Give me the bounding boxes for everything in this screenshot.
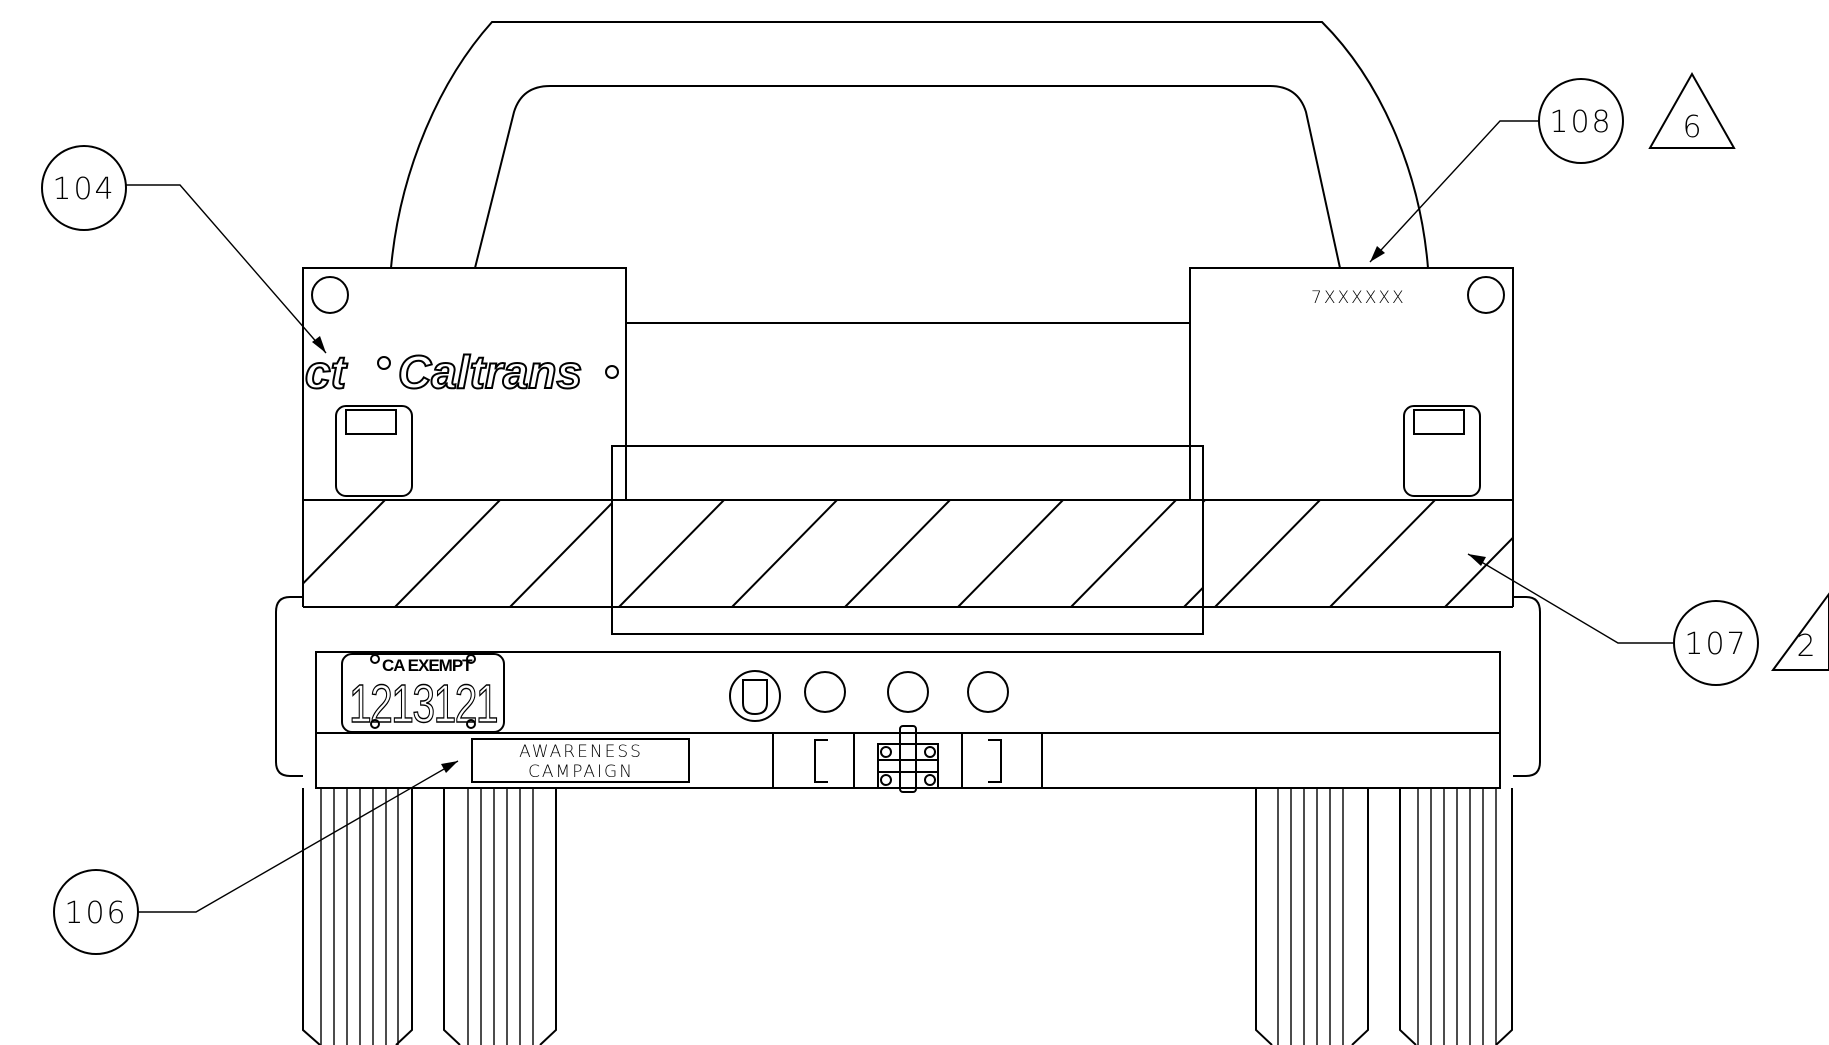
tailgate-latch [772, 725, 1043, 793]
callout-108: 108 6 [1369, 71, 1736, 263]
callout-108-label: 108 [1549, 105, 1612, 140]
hatch-line [509, 501, 612, 607]
marker-light-3 [967, 671, 1009, 713]
hatch-line [1444, 536, 1513, 607]
tire-right-inner [1255, 788, 1369, 1045]
hatch-line [618, 500, 725, 607]
reflective-stripe-band [303, 499, 1665, 608]
license-plate: CA EXEMPT 1213121 [341, 653, 505, 735]
hatch-line [1214, 500, 1321, 607]
callout-107-label: 107 [1684, 627, 1747, 662]
caltrans-logo-decal: ct Caltrans [304, 345, 619, 399]
revision-triangle-107 [1771, 592, 1829, 671]
plate-top-text: CA EXEMPT [382, 656, 473, 675]
hatch-line [394, 500, 501, 607]
hitch-receiver [729, 670, 781, 722]
hatch-line [506, 500, 611, 607]
marker-light-1 [804, 671, 846, 713]
hatch-line [844, 500, 951, 607]
hatch-line [731, 500, 838, 607]
awareness-campaign-sign: AWARENESS CAMPAIGN [471, 738, 690, 783]
hatch-line [1297, 500, 1402, 607]
caltrans-logo-name: Caltrans [398, 346, 582, 398]
hatch-line [1329, 500, 1436, 607]
bed-upper-body [302, 267, 1514, 635]
callout-106: 106 [53, 760, 459, 955]
campaign-line-1: AWARENESS [519, 742, 643, 762]
mount-hole-left [311, 276, 349, 314]
callout-104: 104 [41, 145, 327, 354]
callout-107: 107 2 [1467, 553, 1829, 686]
revision-108-number: 6 [1682, 110, 1701, 145]
tail-light-left [335, 405, 413, 497]
hatch-line [303, 500, 386, 585]
tire-left-inner [443, 788, 557, 1045]
revision-triangle-108 [1648, 71, 1736, 149]
tire-right-outer [1399, 788, 1513, 1045]
tire-left-outer [302, 788, 413, 1045]
campaign-line-2: CAMPAIGN [528, 762, 634, 782]
hatch-line [1183, 586, 1203, 607]
revision-107-number: 2 [1796, 629, 1815, 664]
callout-104-label: 104 [52, 172, 115, 207]
marker-light-2 [887, 671, 929, 713]
unit-number-decal: 7XXXXXX [1311, 288, 1406, 308]
tail-light-right [1403, 405, 1481, 497]
plate-number: 1213121 [349, 674, 497, 734]
hatch-line [1070, 500, 1177, 607]
headache-rack [390, 21, 1429, 269]
hatch-line [625, 500, 730, 607]
hatch-line [957, 500, 1064, 607]
mount-hole-right [1467, 276, 1505, 314]
caltrans-logo-mark: ct [305, 346, 348, 398]
callout-106-label: 106 [64, 896, 127, 931]
hatch-line [1560, 500, 1665, 607]
hatch-line [1203, 500, 1206, 504]
